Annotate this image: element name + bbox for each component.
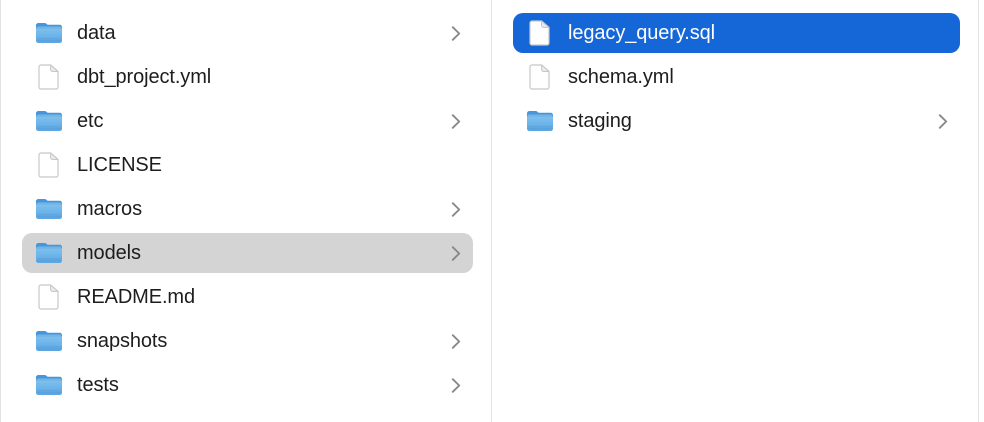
- file-name-label: staging: [568, 109, 632, 132]
- folder-icon: [35, 110, 62, 132]
- list-item-tests[interactable]: tests: [22, 365, 473, 405]
- file-column-models: legacy_query.sql schema.yml staging: [492, 0, 979, 422]
- file-icon: [526, 20, 553, 46]
- list-item-dbt-project-yml[interactable]: dbt_project.yml: [22, 57, 473, 97]
- file-icon: [35, 284, 62, 310]
- chevron-right-icon: [451, 25, 461, 42]
- list-item-snapshots[interactable]: snapshots: [22, 321, 473, 361]
- folder-icon: [35, 330, 62, 352]
- file-name-label: models: [77, 241, 141, 264]
- file-icon: [35, 152, 62, 178]
- list-item-models[interactable]: models: [22, 233, 473, 273]
- file-name-label: macros: [77, 197, 142, 220]
- chevron-right-icon: [451, 201, 461, 218]
- folder-icon: [35, 374, 62, 396]
- file-icon: [35, 64, 62, 90]
- list-item-staging[interactable]: staging: [513, 101, 960, 141]
- file-icon: [526, 64, 553, 90]
- folder-icon: [35, 22, 62, 44]
- chevron-right-icon: [451, 377, 461, 394]
- list-item-schema-yml[interactable]: schema.yml: [513, 57, 960, 97]
- folder-icon: [35, 198, 62, 220]
- file-name-label: LICENSE: [77, 153, 162, 176]
- file-name-label: snapshots: [77, 329, 168, 352]
- folder-icon: [35, 242, 62, 264]
- list-item-readme-md[interactable]: README.md: [22, 277, 473, 317]
- chevron-right-icon: [451, 113, 461, 130]
- file-column-parent: data dbt_project.yml etc LICENSE macros: [0, 0, 492, 422]
- file-name-label: schema.yml: [568, 65, 674, 88]
- file-name-label: README.md: [77, 285, 196, 308]
- list-item-license[interactable]: LICENSE: [22, 145, 473, 185]
- list-item-etc[interactable]: etc: [22, 101, 473, 141]
- chevron-right-icon: [938, 113, 948, 130]
- file-name-label: data: [77, 21, 116, 44]
- file-name-label: tests: [77, 373, 119, 396]
- folder-icon: [526, 110, 553, 132]
- file-name-label: etc: [77, 109, 104, 132]
- list-item-data[interactable]: data: [22, 13, 473, 53]
- file-name-label: dbt_project.yml: [77, 65, 212, 88]
- chevron-right-icon: [451, 245, 461, 262]
- list-item-legacy-query-sql[interactable]: legacy_query.sql: [513, 13, 960, 53]
- list-item-macros[interactable]: macros: [22, 189, 473, 229]
- chevron-right-icon: [451, 333, 461, 350]
- file-name-label: legacy_query.sql: [568, 21, 716, 44]
